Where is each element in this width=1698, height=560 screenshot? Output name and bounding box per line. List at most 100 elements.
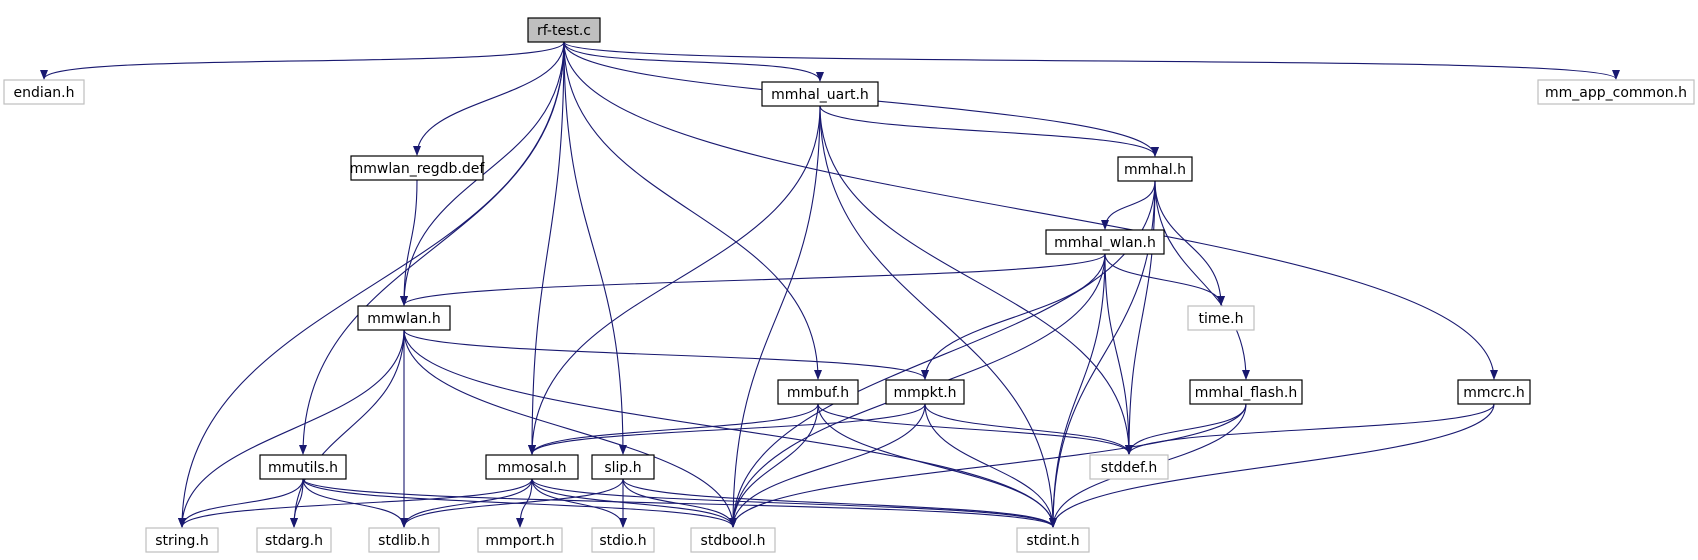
node-box-stdlib-h	[368, 527, 440, 553]
edge-slip-h-to-stdlib-h	[400, 478, 624, 528]
edge-mmwlan-h-to-string-h	[178, 329, 405, 528]
node-label-mmhal-h: mmhal.h	[1124, 162, 1186, 178]
edge-mmosal-h-to-stdint-h	[531, 478, 1057, 528]
edge-mmutils-h-to-stdarg-h	[290, 478, 304, 528]
edge-mmhal-flash-h-to-stddef-h	[1125, 403, 1247, 455]
edge-mmcrc-h-to-stddef-h	[1125, 403, 1495, 455]
edge-mmosal-h-to-stdbool-h	[531, 478, 737, 528]
edge-mmhal-wlan-h-to-mmwlan-h	[400, 253, 1106, 306]
edge-mmosal-h-to-string-h	[178, 478, 533, 528]
node-label-mmhal-wlan-h: mmhal_wlan.h	[1054, 235, 1156, 251]
edge-mmpkt-h-to-mmosal-h	[528, 403, 926, 455]
edge-mmpkt-h-to-stddef-h	[924, 403, 1133, 455]
node-label-mmpkt-h: mmpkt.h	[893, 385, 956, 401]
node-mmhal-uart-h[interactable]: mmhal_uart.h	[761, 81, 879, 107]
node-box-mmcrc-h	[1457, 379, 1531, 405]
node-string-h: string.h	[145, 527, 219, 553]
node-mmwlan-regdb-def[interactable]: mmwlan_regdb.def	[350, 155, 486, 181]
edge-rf-test-c-to-mm-app-common-h	[563, 41, 1620, 80]
node-box-time-h	[1187, 305, 1255, 331]
edge-mmhal-flash-h-to-stdbool-h	[729, 403, 1247, 528]
node-mmcrc-h[interactable]: mmcrc.h	[1457, 379, 1531, 405]
node-box-slip-h	[591, 454, 655, 480]
node-box-mmhal-flash-h	[1189, 379, 1303, 405]
node-label-slip-h: slip.h	[604, 460, 641, 476]
node-stdio-h: stdio.h	[591, 527, 655, 553]
edge-mmbuf-h-to-stddef-h	[817, 403, 1133, 455]
edge-mmhal-h-to-time-h	[1154, 180, 1225, 306]
node-box-mmutils-h	[259, 454, 347, 480]
node-mmosal-h[interactable]: mmosal.h	[485, 454, 579, 480]
edge-mmhal-uart-h-to-stdbool-h	[729, 105, 821, 528]
edge-slip-h-to-stdint-h	[622, 478, 1057, 528]
edge-mmwlan-regdb-def-to-mmwlan-h	[400, 179, 418, 306]
edge-mmhal-uart-h-to-stdint-h	[819, 105, 1057, 528]
node-box-mmport-h	[477, 527, 563, 553]
edge-mmosal-h-to-mmport-h	[516, 478, 533, 528]
node-box-stdbool-h	[690, 527, 776, 553]
edge-mmhal-uart-h-to-mmosal-h	[528, 105, 821, 455]
node-label-string-h: string.h	[155, 533, 209, 549]
node-label-stddef-h: stddef.h	[1101, 460, 1157, 476]
node-box-endian-h	[3, 79, 85, 105]
node-box-mmhal-h	[1117, 156, 1193, 182]
edge-rf-test-c-to-mmutils-h	[299, 41, 565, 455]
node-stdbool-h: stdbool.h	[690, 527, 776, 553]
node-label-mmcrc-h: mmcrc.h	[1463, 385, 1524, 401]
node-mmhal-flash-h[interactable]: mmhal_flash.h	[1189, 379, 1303, 405]
edge-mmbuf-h-to-mmosal-h	[528, 403, 819, 455]
edge-mmhal-h-to-stddef-h	[1125, 180, 1156, 455]
node-mmbuf-h[interactable]: mmbuf.h	[777, 379, 859, 405]
edge-layer	[40, 41, 1620, 528]
node-label-mmport-h: mmport.h	[485, 533, 554, 549]
node-box-mmhal-uart-h	[761, 81, 879, 107]
node-stdarg-h: stdarg.h	[256, 527, 332, 553]
edge-slip-h-to-stdbool-h	[622, 478, 737, 528]
node-label-mmwlan-regdb-def: mmwlan_regdb.def	[350, 161, 486, 177]
node-mmhal-h[interactable]: mmhal.h	[1117, 156, 1193, 182]
node-label-stdarg-h: stdarg.h	[265, 533, 323, 549]
edge-mmhal-uart-h-to-mmhal-h	[819, 105, 1159, 157]
node-mmwlan-h[interactable]: mmwlan.h	[357, 305, 451, 331]
node-box-stdint-h	[1016, 527, 1090, 553]
node-label-stdio-h: stdio.h	[599, 533, 646, 549]
edge-rf-test-c-to-mmosal-h	[528, 41, 565, 455]
node-box-rf-test-c	[527, 17, 601, 43]
node-box-mmpkt-h	[885, 379, 965, 405]
node-label-mmosal-h: mmosal.h	[498, 460, 567, 476]
node-label-mmwlan-h: mmwlan.h	[367, 311, 440, 327]
node-label-endian-h: endian.h	[13, 85, 74, 101]
node-label-stdint-h: stdint.h	[1026, 533, 1079, 549]
edge-rf-test-c-to-slip-h	[563, 41, 627, 455]
edge-rf-test-c-to-mmwlan-regdb-def	[413, 41, 565, 156]
edge-mmhal-wlan-h-to-mmpkt-h	[921, 253, 1106, 380]
edge-mmwlan-h-to-stdarg-h	[290, 329, 405, 528]
edge-mmbuf-h-to-stdbool-h	[729, 403, 819, 528]
edge-rf-test-c-to-mmcrc-h	[563, 41, 1498, 380]
edge-mmhal-wlan-h-to-time-h	[1104, 253, 1225, 306]
node-box-string-h	[145, 527, 219, 553]
node-mmport-h: mmport.h	[477, 527, 563, 553]
node-mmhal-wlan-h[interactable]: mmhal_wlan.h	[1045, 229, 1165, 255]
node-mmutils-h[interactable]: mmutils.h	[259, 454, 347, 480]
node-mmpkt-h[interactable]: mmpkt.h	[885, 379, 965, 405]
edge-rf-test-c-to-mmbuf-h	[563, 41, 822, 380]
node-rf-test-c[interactable]: rf-test.c	[527, 17, 601, 43]
edge-mmhal-wlan-h-to-stdint-h	[1049, 253, 1106, 528]
edge-mmwlan-h-to-mmpkt-h	[403, 329, 929, 380]
node-stddef-h: stddef.h	[1089, 454, 1169, 480]
edge-mmhal-h-to-mmhal-flash-h	[1154, 180, 1250, 380]
node-box-mmwlan-regdb-def	[350, 155, 484, 181]
node-stdint-h: stdint.h	[1016, 527, 1090, 553]
node-label-rf-test-c: rf-test.c	[537, 23, 591, 39]
node-box-stdarg-h	[256, 527, 332, 553]
node-label-mmhal-uart-h: mmhal_uart.h	[771, 87, 869, 103]
node-box-stddef-h	[1089, 454, 1169, 480]
edge-mmutils-h-to-stdlib-h	[302, 478, 408, 528]
node-label-mmhal-flash-h: mmhal_flash.h	[1195, 385, 1298, 401]
edge-mmbuf-h-to-stdint-h	[817, 403, 1057, 528]
node-mm-app-common-h: mm_app_common.h	[1537, 79, 1695, 105]
node-slip-h[interactable]: slip.h	[591, 454, 655, 480]
node-stdlib-h: stdlib.h	[368, 527, 440, 553]
